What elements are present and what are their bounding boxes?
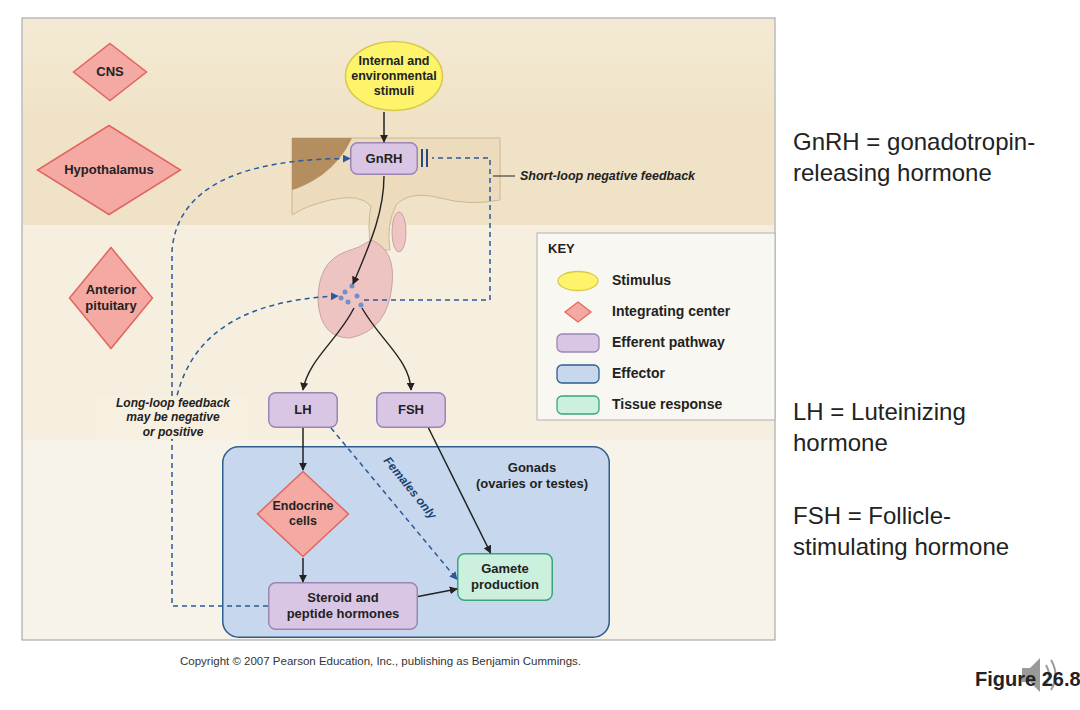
- rect-outline: [351, 143, 418, 175]
- ellipse-outline: [346, 42, 443, 111]
- efferent-box: FSH: [376, 392, 446, 428]
- hormone-dot: [355, 294, 360, 299]
- flow-arrow: [418, 589, 457, 596]
- legend-label: Stimulus: [612, 272, 671, 288]
- legend-swatch: [565, 302, 591, 322]
- posterior-pituitary: [392, 212, 406, 252]
- hormone-dots: [339, 284, 364, 308]
- node-label: GnRH: [352, 151, 416, 167]
- hormone-dot: [339, 296, 344, 301]
- diamond-outline: [74, 44, 147, 101]
- copyright-notice: Copyright © 2007 Pearson Education, Inc.…: [180, 654, 640, 669]
- node-label: Gonads (ovaries or testes): [452, 460, 612, 491]
- brain-tissue: [292, 138, 352, 190]
- secretion-arrow: [362, 308, 411, 390]
- diamond-outline: [70, 248, 153, 349]
- hypothalamus-band: [23, 111, 774, 225]
- edge-label: Long-loop feedback may be negative or po…: [96, 396, 250, 439]
- node-label: LH: [270, 402, 336, 418]
- rect-outline: [269, 393, 338, 428]
- pituitary-band: [23, 225, 774, 440]
- panel-background: [22, 18, 775, 640]
- efferent-box: LH: [268, 392, 338, 428]
- feedback-label: Short-loop negative feedback: [520, 168, 760, 184]
- diamond-outline: [258, 472, 349, 557]
- legend-swatch: [557, 334, 599, 352]
- rect-outline: [377, 393, 446, 428]
- node-label: Internal and environmental stimuli: [346, 54, 442, 99]
- legend-swatch-frame: [556, 301, 600, 323]
- legend-label: Tissue response: [612, 396, 722, 412]
- legend-row: Stimulus: [556, 270, 766, 292]
- efferent-box: GnRH: [350, 142, 418, 175]
- flow-arrow: [383, 112, 385, 142]
- group-outline: [223, 447, 610, 638]
- inhibition-bar: [426, 149, 428, 167]
- abbreviation-definition: LH = Luteinizing hormone: [793, 396, 1033, 458]
- abbreviation-definition: FSH = Follicle-stimulating hormone: [793, 500, 1063, 562]
- legend-swatch-frame: [556, 332, 600, 354]
- legend-box: [537, 233, 775, 420]
- hormone-dot: [343, 290, 348, 295]
- figure-caption: Figure 26.8: [975, 668, 1080, 691]
- short-loop-line: [364, 158, 490, 300]
- anterior-pituitary-gland: [318, 240, 393, 338]
- legend-swatch: [558, 272, 598, 291]
- integrating-center-diamond: CNS: [72, 42, 148, 102]
- integrating-center-diamond: Anterior pituitary: [68, 246, 154, 350]
- portal-arrow: [353, 176, 384, 284]
- feedback-arrow: [172, 159, 350, 607]
- flow-arrow: [302, 558, 304, 582]
- legend-swatch: [557, 396, 599, 414]
- hormone-dot: [359, 303, 364, 308]
- node-label: Hypothalamus: [49, 162, 169, 178]
- hormone-dot: [350, 284, 355, 289]
- leader-line: [493, 176, 515, 177]
- cns-band: [23, 19, 774, 111]
- rect-outline: [269, 583, 418, 630]
- legend-row: Efferent pathway: [556, 332, 766, 354]
- feedback-arrow: [331, 428, 457, 579]
- node-label: CNS: [80, 64, 140, 80]
- effector-box: Gonads (ovaries or testes) Endocrine cell…: [222, 446, 610, 638]
- legend-swatch: [557, 365, 599, 383]
- legend-row: Effector: [556, 363, 766, 385]
- flow-arrow: [429, 428, 491, 553]
- legend-label: Integrating center: [612, 303, 730, 319]
- efferent-box: Steroid and peptide hormones: [268, 582, 418, 630]
- secretion-arrow: [303, 308, 354, 390]
- stimulus-ellipse: Internal and environmental stimuli: [344, 40, 444, 112]
- diamond-outline: [38, 126, 181, 215]
- legend-label: Efferent pathway: [612, 334, 725, 350]
- legend-title: KEY: [548, 241, 608, 258]
- integrating-center-diamond: Endocrine cells: [256, 470, 350, 558]
- node-label: Gamete production: [460, 561, 550, 592]
- legend-label: Effector: [612, 365, 665, 381]
- legend-swatch-frame: [556, 270, 600, 292]
- node-label: Anterior pituitary: [76, 282, 146, 313]
- integrating-center-diamond: Hypothalamus: [36, 124, 182, 216]
- rect-outline: [458, 554, 553, 601]
- legend-row: Tissue response: [556, 394, 766, 416]
- flow-arrow: [302, 428, 304, 470]
- legend-swatch-frame: [556, 394, 600, 416]
- legend-row: Integrating center: [556, 301, 766, 323]
- node-label: Steroid and peptide hormones: [270, 590, 416, 621]
- inhibition-bar: [421, 149, 423, 167]
- hormone-dot: [346, 300, 351, 305]
- node-label: FSH: [378, 402, 444, 418]
- legend-swatch-frame: [556, 363, 600, 385]
- tissue-response-box: Gamete production: [457, 553, 553, 601]
- abbreviation-definition: GnRH = gonadotropin-releasing hormone: [793, 126, 1080, 188]
- node-label: Endocrine cells: [267, 499, 339, 529]
